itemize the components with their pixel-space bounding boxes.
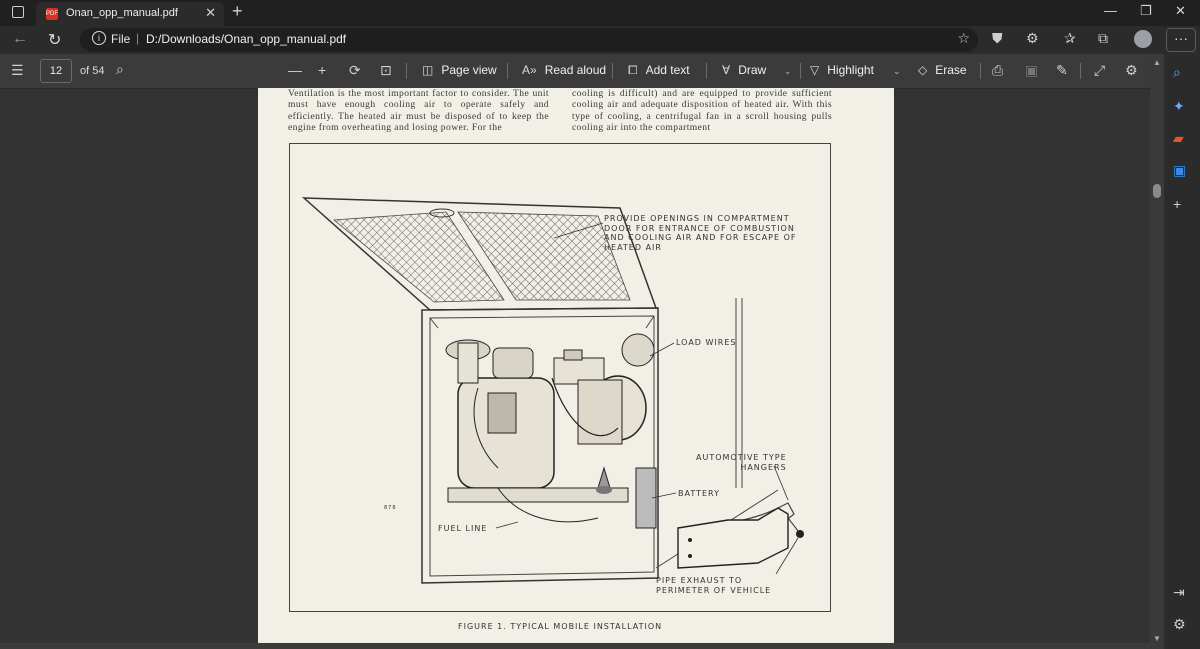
add-favorite-icon[interactable]: ☆ [957,30,970,46]
page-total: of 54 [80,65,105,77]
info-icon[interactable]: i [92,31,106,45]
title-bar: PDF Onan_opp_manual.pdf ✕ + — ❐ ✕ [0,0,1200,26]
hide-sidebar-icon[interactable]: ⇥ [1173,584,1185,600]
horizontal-scrollbar[interactable] [0,643,1150,649]
divider [980,63,981,79]
read-aloud-icon: A» [522,63,537,77]
url-field[interactable]: i File | D:/Downloads/Onan_opp_manual.pd… [80,28,978,52]
sidebar-settings-icon[interactable]: ⚙ [1173,616,1186,632]
figure-number: 878 [384,505,397,511]
save-icon[interactable]: ▣ [1025,62,1039,78]
divider [507,63,508,79]
pdf-toolbar: ☰ 12 of 54 ⌕ — + ⟳ ⊡ ◫Page view A»Read a… [0,54,1200,89]
divider [706,63,707,79]
url-text: D:/Downloads/Onan_opp_manual.pdf [146,32,347,46]
shield-extension-icon[interactable]: ⛊ [992,30,1003,46]
edge-sidebar: ⌕ ✦ ▰ ▣ + ⇥ ⚙ [1164,54,1200,649]
add-text-icon: ⧠ [628,63,638,77]
divider [612,63,613,79]
pdf-icon: PDF [46,8,58,20]
new-tab-icon[interactable]: + [232,1,243,21]
draw-icon: ∀ [722,63,731,77]
save-as-icon[interactable]: ✎ [1056,62,1068,78]
collections-icon[interactable]: ⧉ [1098,30,1108,46]
scroll-thumb[interactable] [1153,184,1161,198]
table-of-contents-icon[interactable]: ☰ [11,62,24,78]
fit-page-icon[interactable]: ⊡ [380,62,392,78]
tab-actions-icon[interactable] [12,6,24,18]
tab-onan-manual[interactable]: PDF Onan_opp_manual.pdf ✕ [36,2,224,26]
outlook-icon[interactable]: ▣ [1173,162,1187,178]
draw-options-chevron-icon[interactable]: ⌄ [784,66,792,76]
label-fuel-line: FUEL LINE [438,524,488,533]
divider [1080,63,1081,79]
draw-button[interactable]: ∀Draw [722,63,767,77]
tab-title: Onan_opp_manual.pdf [66,7,178,19]
label-battery: BATTERY [678,489,720,498]
rotate-icon[interactable]: ⟳ [349,62,361,78]
add-sidebar-app-icon[interactable]: + [1173,196,1182,212]
pdf-page: Ventilation is the most important factor… [258,88,894,643]
read-aloud-button[interactable]: A»Read aloud [522,63,607,77]
url-prefix: File [111,32,131,46]
highlight-icon: ▽ [810,63,820,77]
address-bar: ← ↻ i File | D:/Downloads/Onan_opp_manua… [0,26,1200,54]
page-view-icon: ◫ [422,63,434,77]
label-load-wires: LOAD WIRES [676,338,737,347]
generator-illustration [301,197,804,584]
eraser-icon: ◇ [918,63,928,77]
vertical-scrollbar[interactable]: ▲ ▼ [1150,54,1164,649]
erase-button[interactable]: ◇Erase [918,63,967,77]
print-icon[interactable]: ⎙ [992,62,1004,78]
zoom-out-icon[interactable]: — [288,62,302,78]
settings-gear-icon[interactable]: ⚙ [1125,62,1138,78]
divider [406,63,407,79]
back-icon[interactable]: ← [12,30,28,47]
zoom-in-icon[interactable]: + [318,62,327,78]
settings-more-button[interactable]: ··· [1166,28,1196,52]
close-tab-icon[interactable]: ✕ [205,5,216,20]
body-text-right: cooling is difficult) and are equipped t… [572,88,832,134]
fullscreen-icon[interactable]: ⤢ [1094,62,1106,78]
favorites-icon[interactable]: ✰ [1064,30,1076,46]
search-icon[interactable]: ⌕ [1173,64,1181,80]
scroll-down-icon[interactable]: ▼ [1153,634,1161,643]
add-text-button[interactable]: ⧠Add text [628,63,690,77]
close-window-icon[interactable]: ✕ [1175,3,1186,18]
divider [800,63,801,79]
office-icon[interactable]: ▰ [1173,130,1184,146]
page-view-button[interactable]: ◫Page view [422,63,497,77]
copilot-icon[interactable]: ✦ [1173,98,1185,114]
restore-icon[interactable]: ❐ [1140,3,1152,18]
profile-avatar[interactable] [1134,30,1152,48]
body-text-left: Ventilation is the most important factor… [288,88,549,134]
refresh-icon[interactable]: ↻ [48,32,62,49]
highlight-options-chevron-icon[interactable]: ⌄ [893,66,901,76]
url-separator: | [136,31,140,45]
highlight-button[interactable]: ▽Highlight [810,63,874,77]
figure-caption: FIGURE 1. TYPICAL MOBILE INSTALLATION [458,622,663,631]
scroll-up-icon[interactable]: ▲ [1153,58,1161,67]
minimize-icon[interactable]: — [1104,3,1117,18]
extensions-icon[interactable]: ⚙ [1026,30,1039,46]
search-icon[interactable]: ⌕ [116,61,124,77]
figure-frame [289,143,831,612]
page-number-input[interactable]: 12 [40,59,72,83]
